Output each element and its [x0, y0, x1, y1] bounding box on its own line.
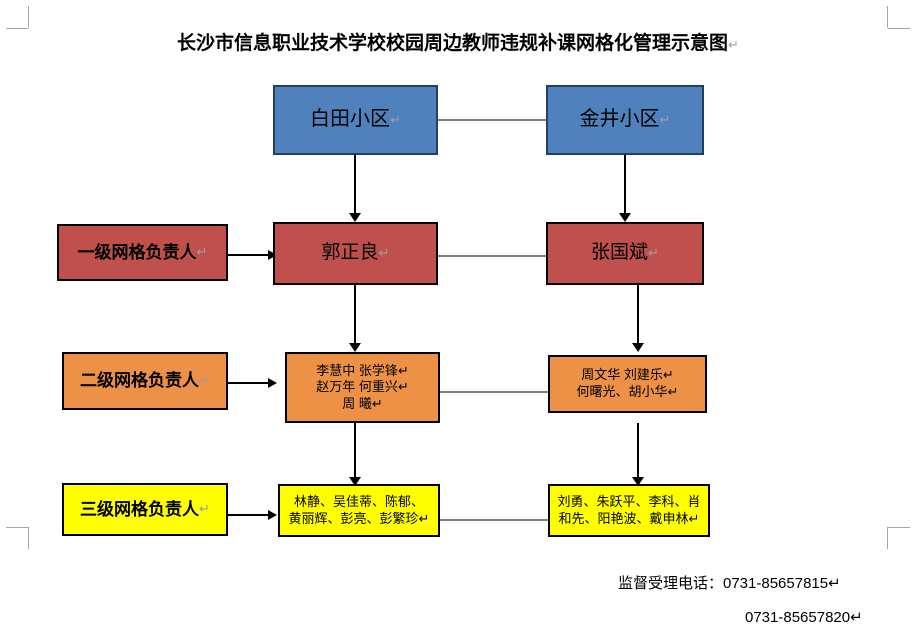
connector-level3-label-to-node — [228, 514, 274, 516]
node-community-jinjing[interactable]: 金井小区↵ — [546, 85, 704, 155]
node-level3-left-line-1: 林静、吴佳蒂、陈郁、 — [293, 493, 424, 509]
paragraph-mark: ↵ — [378, 245, 390, 261]
paragraph-mark: ↵ — [199, 501, 210, 517]
node-level2-left-line-1: 李慧中 张学锋↵ — [316, 362, 409, 378]
connector-community-left-right — [438, 119, 546, 121]
row-label-level1: 一级网格负责人↵ — [57, 224, 228, 281]
node-level3-right-line-1: 刘勇、朱跃平、李科、肖 — [557, 493, 701, 509]
arrowhead-zhangguobin-to-level2 — [632, 343, 644, 352]
node-level1-zhangguobin[interactable]: 张国斌↵ — [546, 222, 704, 285]
arrowhead-level2-to-level3-right — [632, 477, 644, 486]
paragraph-mark: ↵ — [199, 372, 210, 388]
node-level2-left-line-2: 赵万年 何重兴↵ — [316, 379, 409, 395]
row-label-level2-text: 二级网格负责人 — [80, 371, 200, 391]
arrowhead-level1-label-to-node — [268, 250, 277, 260]
node-level2-left-line-3: 周 曦↵ — [342, 395, 383, 411]
connector-guozhengliang-to-level2 — [354, 285, 356, 347]
node-community-baitian[interactable]: 白田小区↵ — [273, 85, 438, 155]
node-level1-guozhengliang-label: 郭正良 — [321, 242, 379, 264]
page-title-text: 长沙市信息职业技术学校校园周边教师违规补课网格化管理示意图 — [177, 33, 729, 54]
node-level3-right[interactable]: 刘勇、朱跃平、李科、肖 和先、阳艳波、戴申林↵ — [548, 484, 710, 537]
node-level3-left-line-2: 黄丽辉、彭亮、彭繁珍↵ — [288, 510, 430, 526]
connector-level2-label-to-node — [228, 382, 274, 384]
connector-level2-left-right — [440, 391, 548, 393]
row-label-level3-text: 三级网格负责人 — [80, 499, 200, 519]
arrowhead-baitian-to-guozhengliang — [349, 213, 361, 222]
paragraph-mark: ↵ — [659, 111, 671, 127]
node-level2-left[interactable]: 李慧中 张学锋↵ 赵万年 何重兴↵ 周 曦↵ — [285, 352, 440, 423]
connector-level2-to-level3-left — [354, 423, 356, 481]
connector-level2-to-level3-right — [637, 423, 639, 481]
crop-mark-bottom-right — [884, 527, 910, 553]
connector-baitian-to-guozhengliang — [354, 155, 356, 217]
node-community-jinjing-label: 金井小区 — [579, 108, 660, 131]
footer-hotline-line-2: 0731-85657820↵ — [745, 609, 863, 626]
row-label-level3: 三级网格负责人↵ — [62, 483, 228, 536]
arrowhead-level2-to-level3-left — [349, 477, 361, 486]
row-label-level1-text: 一级网格负责人 — [77, 242, 197, 262]
connector-level1-label-to-node — [228, 254, 274, 256]
node-level3-left[interactable]: 林静、吴佳蒂、陈郁、 黄丽辉、彭亮、彭繁珍↵ — [278, 484, 440, 537]
connector-level3-left-right — [440, 519, 548, 521]
node-level2-right[interactable]: 周文华 刘建乐↵ 何曙光、胡小华↵ — [548, 355, 707, 413]
node-community-baitian-label: 白田小区 — [310, 108, 391, 131]
crop-mark-bottom-left — [6, 527, 32, 553]
row-label-level2: 二级网格负责人↵ — [62, 352, 228, 410]
footer-hotline-line-1: 监督受理电话：0731-85657815↵ — [618, 575, 841, 592]
paragraph-mark: ↵ — [728, 37, 739, 52]
connector-jinjing-to-zhangguobin — [624, 155, 626, 217]
node-level3-right-line-2: 和先、阳艳波、戴申林↵ — [558, 510, 700, 526]
page-title: 长沙市信息职业技术学校校园周边教师违规补课网格化管理示意图↵ — [0, 28, 916, 55]
node-level1-zhangguobin-label: 张国斌 — [591, 242, 649, 264]
arrowhead-level2-label-to-node — [268, 378, 277, 388]
paragraph-mark: ↵ — [196, 244, 208, 260]
arrowhead-jinjing-to-zhangguobin — [619, 213, 631, 222]
connector-zhangguobin-to-level2 — [637, 285, 639, 347]
node-level2-right-line-1: 周文华 刘建乐↵ — [581, 367, 674, 383]
arrowhead-guozhengliang-to-level2 — [349, 343, 361, 352]
node-level1-guozhengliang[interactable]: 郭正良↵ — [273, 222, 438, 285]
connector-level1-left-right — [438, 255, 546, 257]
node-level2-right-line-2: 何曙光、胡小华↵ — [576, 384, 679, 399]
arrowhead-level3-label-to-node — [268, 510, 277, 520]
paragraph-mark: ↵ — [390, 111, 401, 127]
paragraph-mark: ↵ — [648, 245, 659, 261]
